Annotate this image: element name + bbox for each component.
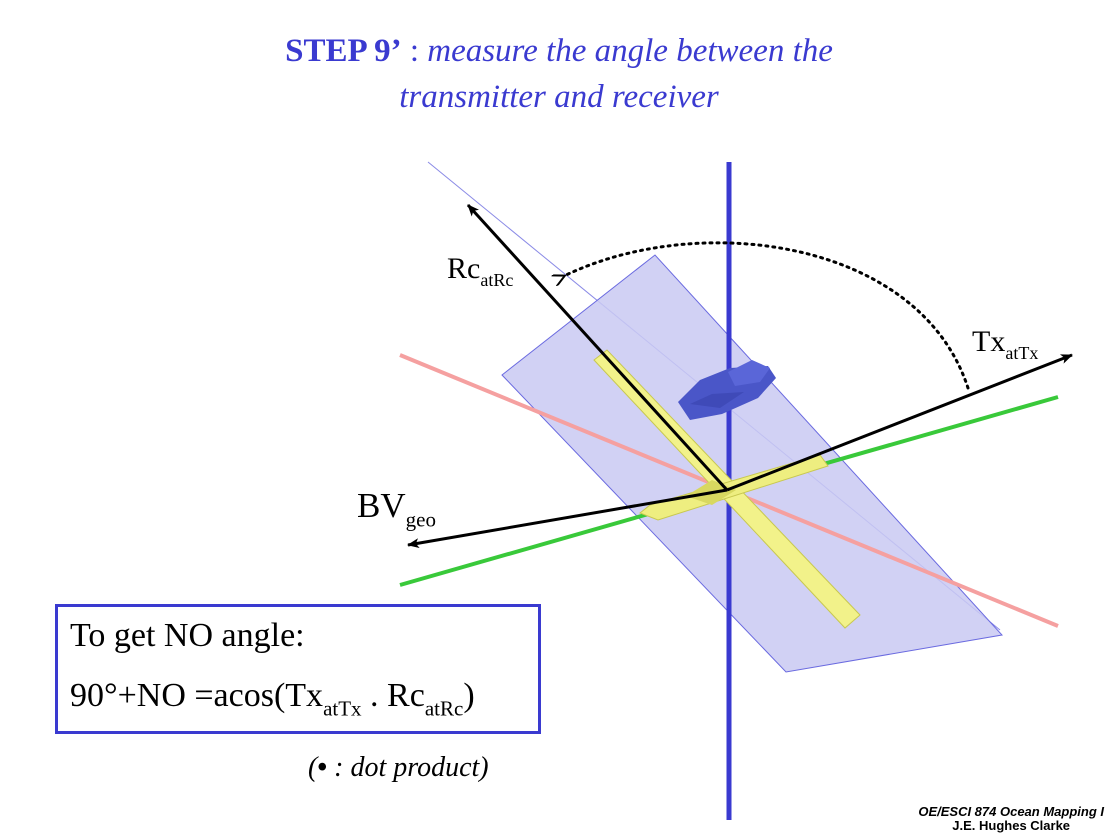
receiver-plane — [501, 254, 1003, 673]
angle-arc — [564, 241, 970, 390]
bv-label: BVgeo — [357, 486, 436, 532]
formula-prefix: 90°+NO =acos(Tx — [70, 677, 324, 714]
formula-box: To get NO angle: 90°+NO =acos(TxatTx . R… — [55, 604, 541, 734]
formula-sub-tx: atTx — [323, 696, 362, 721]
tx-label: TxatTx — [972, 325, 1038, 364]
formula-expression: 90°+NO =acos(TxatTx . RcatRc) — [70, 677, 475, 721]
ship-model — [678, 360, 776, 420]
title-description-2: transmitter and receiver — [399, 79, 719, 115]
note-open: ( — [308, 752, 318, 783]
formula-heading: To get NO angle: — [70, 617, 305, 654]
title-line-1: STEP 9’ : measure the angle between the — [0, 28, 1118, 74]
credit-author: J.E. Hughes Clarke — [952, 818, 1071, 833]
rc-vector — [466, 203, 729, 492]
tx-vector — [726, 353, 1073, 492]
formula-suffix: ) — [463, 677, 475, 714]
bv-label-name: BV — [357, 486, 406, 525]
title-description-1: measure the angle between the — [427, 33, 833, 69]
dot-product-note: (• : dot product) — [308, 752, 489, 784]
slide-title: STEP 9’ : measure the angle between the … — [0, 28, 1118, 120]
tx-label-name: Tx — [972, 325, 1006, 358]
bv-vector — [407, 488, 728, 549]
dot-symbol: • — [317, 752, 328, 783]
formula-sub-rc: atRc — [424, 696, 464, 721]
rc-label: RcatRc — [447, 252, 513, 291]
course-credit: OE/ESCI 874 Ocean Mapping I J.E. Hughes … — [918, 805, 1104, 833]
tx-label-sub: atTx — [1005, 343, 1039, 364]
rc-label-name: Rc — [447, 252, 481, 285]
credit-course: OE/ESCI 874 Ocean Mapping I — [918, 804, 1104, 819]
bv-label-sub: geo — [405, 507, 436, 532]
title-separator: : — [401, 33, 428, 69]
step-label: STEP 9’ — [285, 33, 402, 69]
rc-label-sub: atRc — [480, 270, 514, 291]
note-text: : dot product) — [327, 752, 489, 783]
formula-middle: . Rc — [361, 677, 425, 714]
